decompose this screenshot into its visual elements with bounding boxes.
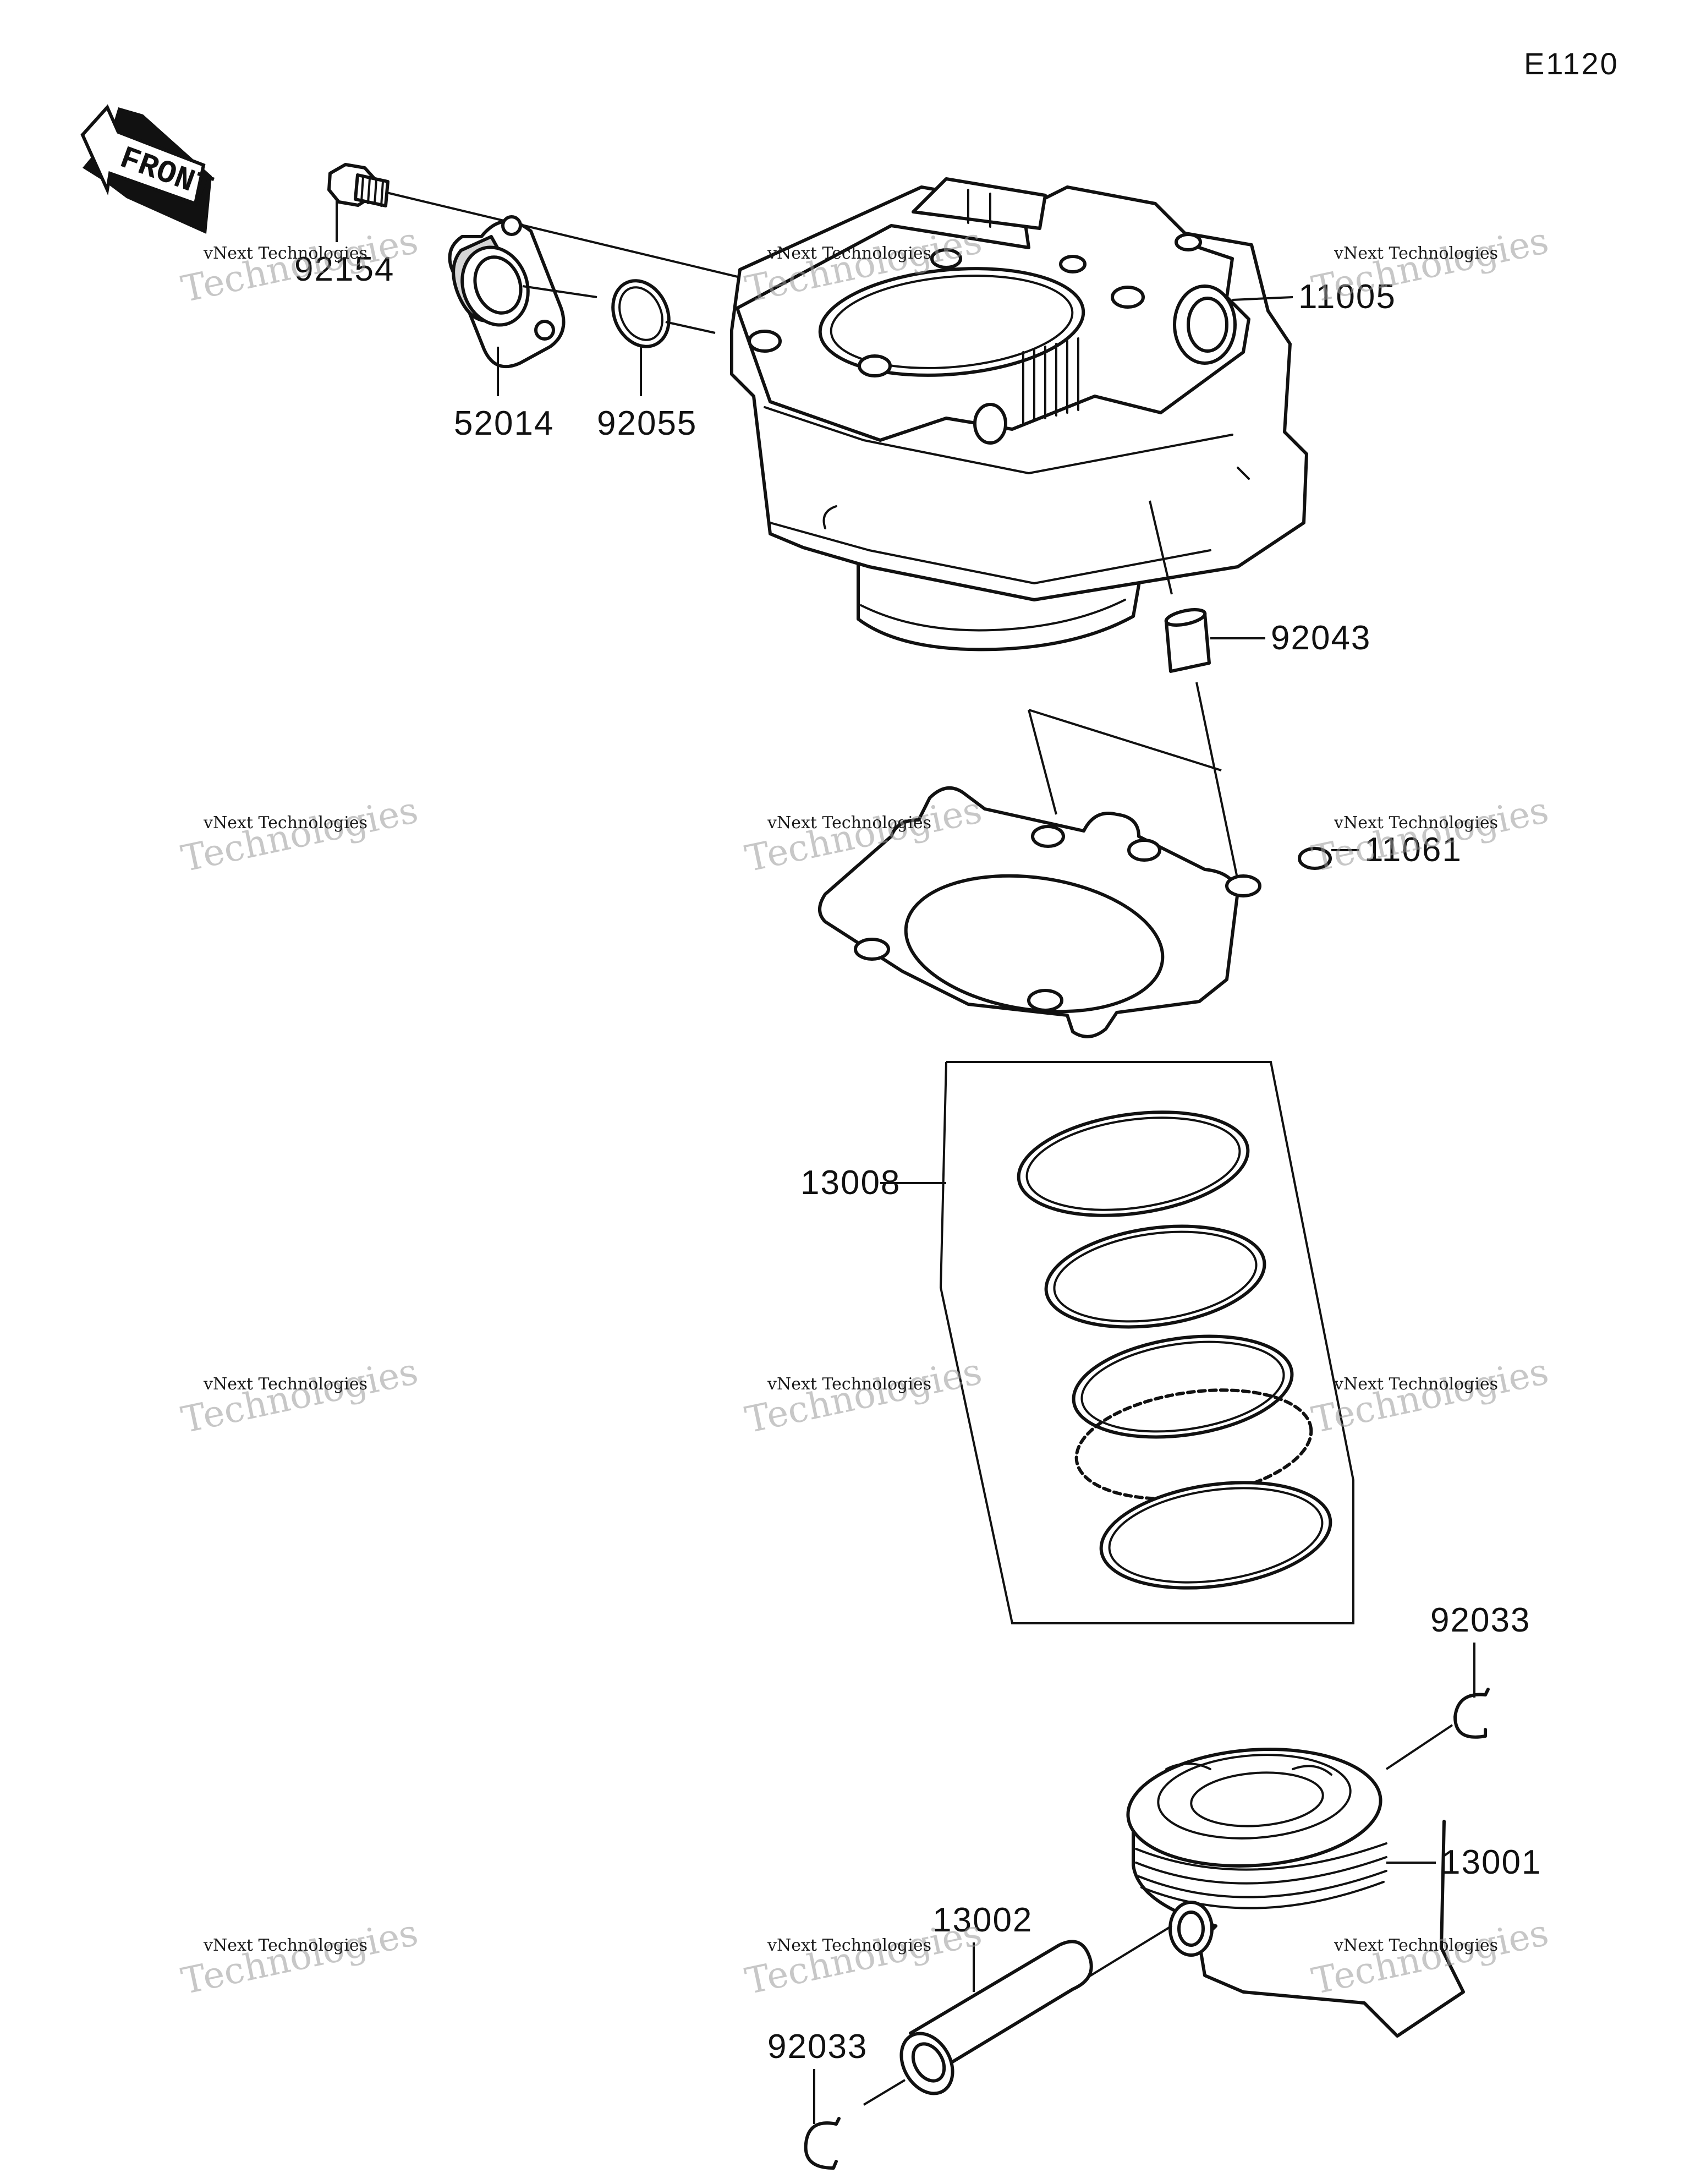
svg-text:Technologies: Technologies <box>178 1350 421 1441</box>
part-label-92055[interactable]: 92055 <box>597 404 697 442</box>
watermark: Technologies vNext Technologies <box>178 1911 421 2002</box>
svg-text:Technologies: Technologies <box>178 1911 421 2002</box>
part-label-52014[interactable]: 52014 <box>454 404 554 442</box>
dowel-pin-92043-drawing <box>1164 608 1265 881</box>
watermark: Technologies vNext Technologies <box>1308 1350 1552 1441</box>
watermark: Technologies vNext Technologies <box>178 789 421 880</box>
watermark: Technologies vNext Technologies <box>178 219 421 310</box>
piston-13001-drawing <box>1072 1748 1465 2038</box>
svg-text:vNext Technologies: vNext Technologies <box>767 1936 931 1955</box>
part-label-92033-right[interactable]: 92033 <box>1430 1601 1530 1639</box>
watermark: Technologies vNext Technologies <box>1308 219 1552 310</box>
svg-text:Technologies: Technologies <box>178 789 421 880</box>
o-ring-92055-drawing <box>611 279 716 396</box>
circlip-92033-right-drawing <box>1385 1643 1490 1770</box>
part-number-labels: 92154 52014 92055 11005 92043 11061 1300… <box>294 250 1541 2066</box>
svg-text:vNext Technologies: vNext Technologies <box>1334 813 1498 833</box>
watermark: Technologies vNext Technologies <box>178 1350 421 1441</box>
watermark: Technologies vNext Technologies <box>742 1911 985 2002</box>
part-label-11005[interactable]: 11005 <box>1298 278 1396 316</box>
svg-text:Technologies: Technologies <box>742 1911 985 2002</box>
watermark: Technologies vNext Technologies <box>742 1350 985 1441</box>
svg-text:vNext Technologies: vNext Technologies <box>767 813 931 833</box>
cylinder-11005-drawing <box>730 177 1308 652</box>
svg-text:vNext Technologies: vNext Technologies <box>1334 244 1498 263</box>
svg-text:Technologies: Technologies <box>1308 219 1552 310</box>
part-label-13008[interactable]: 13008 <box>800 1164 901 1202</box>
circlip-92033-left-drawing <box>804 2069 841 2170</box>
part-label-92154[interactable]: 92154 <box>294 250 394 288</box>
svg-text:vNext Technologies: vNext Technologies <box>1334 1936 1498 1955</box>
svg-text:Technologies: Technologies <box>742 1350 985 1441</box>
svg-text:Technologies: Technologies <box>1308 1350 1552 1441</box>
cylinder-gasket-11061-drawing <box>818 709 1359 1038</box>
part-label-13001[interactable]: 13001 <box>1441 1843 1541 1881</box>
part-label-13002[interactable]: 13002 <box>932 1901 1033 1939</box>
bolt-92154-drawing <box>327 163 754 282</box>
part-label-92033-left[interactable]: 92033 <box>767 2028 868 2066</box>
piston-pin-13002-drawing <box>863 1940 1093 2106</box>
piston-ring-set-13008-drawing <box>880 1061 1354 1624</box>
svg-text:vNext Technologies: vNext Technologies <box>203 813 367 833</box>
svg-text:vNext Technologies: vNext Technologies <box>1334 1375 1498 1394</box>
svg-text:vNext Technologies: vNext Technologies <box>767 1375 931 1394</box>
diagram-code: E1120 <box>1524 46 1619 81</box>
svg-text:vNext Technologies: vNext Technologies <box>203 244 367 263</box>
svg-text:Technologies: Technologies <box>178 219 421 310</box>
water-pipe-flange-52014-drawing <box>448 215 597 396</box>
svg-text:vNext Technologies: vNext Technologies <box>203 1375 367 1394</box>
front-arrow-icon: FRONT <box>80 104 217 234</box>
part-label-92043[interactable]: 92043 <box>1271 619 1371 657</box>
part-label-11061[interactable]: 11061 <box>1364 831 1462 869</box>
svg-text:vNext Technologies: vNext Technologies <box>203 1936 367 1955</box>
svg-text:vNext Technologies: vNext Technologies <box>767 244 931 263</box>
